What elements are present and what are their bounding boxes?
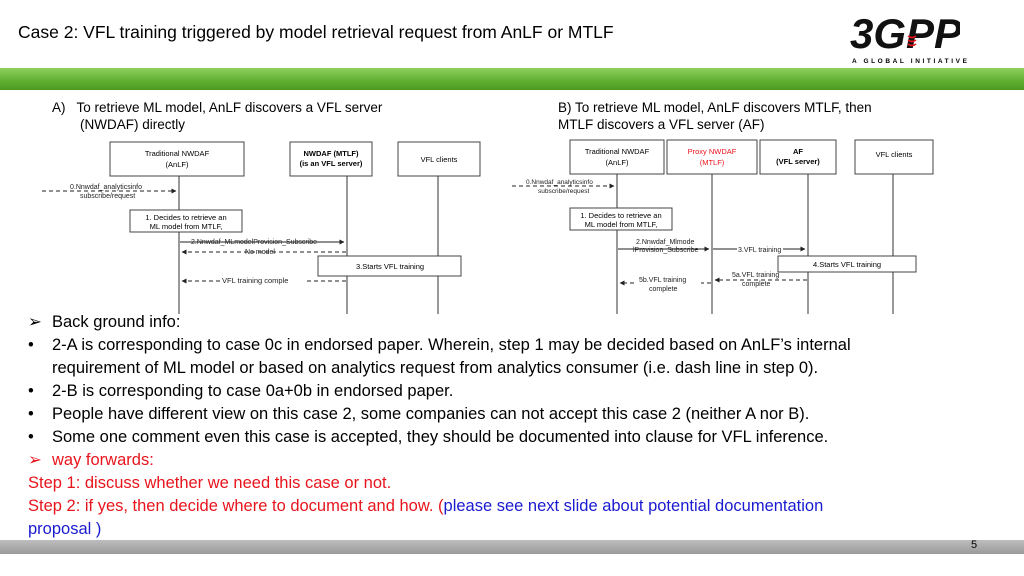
entity-b-af-line1: AF [793,147,803,156]
header-accent-bar [0,68,1024,90]
box-a-step1 [129,209,243,233]
step2-link-text: please see next slide about potential do… [443,497,824,515]
label-a-step2: 2.Nnwdaf_MLmodelProvision_Subscribe [191,239,317,246]
entity-a-anlf-line1: Traditional NWDAF [145,149,210,158]
bullet-text-continued: requirement of ML model or based on anal… [52,359,819,377]
bullet-text: Back ground info: [52,313,181,331]
section-a-label: A) [52,100,66,115]
entity-b-vfl-clients [854,139,934,175]
entity-a-mtlf-line1: NWDAF (MTLF) [304,149,359,158]
logo-text: 3GPP [850,10,960,57]
entity-b-af [759,139,837,175]
label-b-step4: 4.Starts VFL training [813,260,881,269]
label-b-step5a-line1: 5a.VFL training [732,272,779,279]
section-a-heading-line2: (NWDAF) directly [80,117,185,132]
entity-b-proxy-line2: (MTLF) [700,158,725,167]
entity-b-proxy-mtlf [666,139,758,175]
label-b-step0-line1: 0.Nnwdaf_analyticsinfo [526,179,593,186]
label-a-step3: 3.Starts VFL training [356,262,424,271]
label-a-no-model: No model [245,249,275,256]
arrow-bullet-icon: ➢ [28,313,42,331]
bullet-text: 2-B is corresponding to case 0a+0b in en… [52,382,454,400]
label-b-step1-line2: ML model from MTLF, [585,220,658,229]
diagram-a: Traditional NWDAF (AnLF) NWDAF (MTLF) (i… [42,141,481,314]
sequence-diagrams: Traditional NWDAF (AnLF) NWDAF (MTLF) (i… [42,139,934,314]
dot-bullet-icon: • [28,428,34,446]
entity-a-anlf-line2: (AnLF) [166,160,189,169]
box-b-step4 [777,255,917,273]
section-b-heading-line1: B) To retrieve ML model, AnLF discovers … [558,100,872,115]
label-a-step0-line2: subscribe/request [80,193,135,200]
box-a-step3 [317,255,462,277]
bullet-text: way forwards: [52,451,154,469]
list-item: • 2-A is corresponding to case 0c in end… [28,334,1008,357]
entity-a-vfl-clients [397,141,481,177]
entity-a-mtlf-line2: (is an VFL server) [300,159,363,168]
list-item: • Some one comment even this case is acc… [28,426,1008,449]
entity-a-mtlf [289,141,373,177]
dot-bullet-icon: • [28,382,34,400]
bullet-text: Some one comment even this case is accep… [52,428,829,446]
entity-b-af-line2: (VFL server) [776,157,820,166]
bullet-text: 2-A is corresponding to case 0c in endor… [52,336,851,354]
step2-red-text: Step 2: if yes, then decide where to doc… [28,497,444,515]
entity-a-anlf [109,141,245,177]
label-b-step3: 3.VFL training [738,247,781,254]
list-item: ➢ Back ground info: [28,311,1008,334]
section-a-heading-line1: To retrieve ML model, AnLF discovers a V… [76,100,383,115]
step2-link-text-continued: proposal ) [28,520,102,538]
bullet-list: ➢ Back ground info: • 2-A is correspondi… [28,311,1008,541]
entity-b-vfl-clients-label: VFL clients [876,150,913,159]
step1-text: Step 1: discuss whether we need this cas… [28,474,392,492]
label-b-step2-line2: lProvision_Subscribe [633,247,698,254]
label-b-step5b-line2: complete [649,286,678,293]
diagram-b: Traditional NWDAF (AnLF) Proxy NWDAF (MT… [512,139,934,314]
label-a-step0-line1: 0.Nnwdaf_analyticsinfo [70,184,142,191]
label-a-step1-line2: ML model from MTLF, [150,222,223,231]
slide-title: Case 2: VFL training triggered by model … [18,22,614,42]
box-b-step1 [569,207,673,231]
label-b-step1-line1: 1. Decides to retrieve an [580,211,661,220]
logo-tagline: A GLOBAL INITIATIVE [852,58,970,65]
step2-text: Step 2: if yes, then decide where to doc… [28,495,1008,518]
3gpp-logo: 3GPP [850,10,960,57]
bullet-text: People have different view on this case … [52,405,810,423]
entity-b-anlf-line1: Traditional NWDAF [585,147,650,156]
arrow-bullet-icon: ➢ [28,451,42,469]
entity-b-anlf [569,139,665,175]
entity-a-vfl-clients-label: VFL clients [421,155,458,164]
label-a-step4: VFL training comple [222,276,288,285]
list-item: • 2-B is corresponding to case 0a+0b in … [28,380,1008,403]
list-item: ➢ way forwards: [28,449,1008,472]
page-number: 5 [971,539,978,551]
list-item: • People have different view on this cas… [28,403,1008,426]
entity-b-anlf-line2: (AnLF) [606,158,629,167]
dot-bullet-icon: • [28,405,34,423]
section-a-heading: A) To retrieve ML model, AnLF discovers … [52,99,382,133]
section-b-heading-line2: MTLF discovers a VFL server (AF) [558,117,765,132]
footer-bar [0,540,1024,554]
label-b-step0-line2: subscribe/request [538,188,589,195]
label-b-step2-line1: 2.Nnwdaf_Mlmode [636,239,694,246]
label-b-step5b-line1: 5b.VFL training [639,277,686,284]
entity-b-proxy-line1: Proxy NWDAF [688,147,737,156]
label-b-step5a-line2: complete [742,281,771,288]
dot-bullet-icon: • [28,336,34,354]
label-a-step1-line1: 1. Decides to retrieve an [145,213,226,222]
section-b-heading: B) To retrieve ML model, AnLF discovers … [558,99,872,133]
